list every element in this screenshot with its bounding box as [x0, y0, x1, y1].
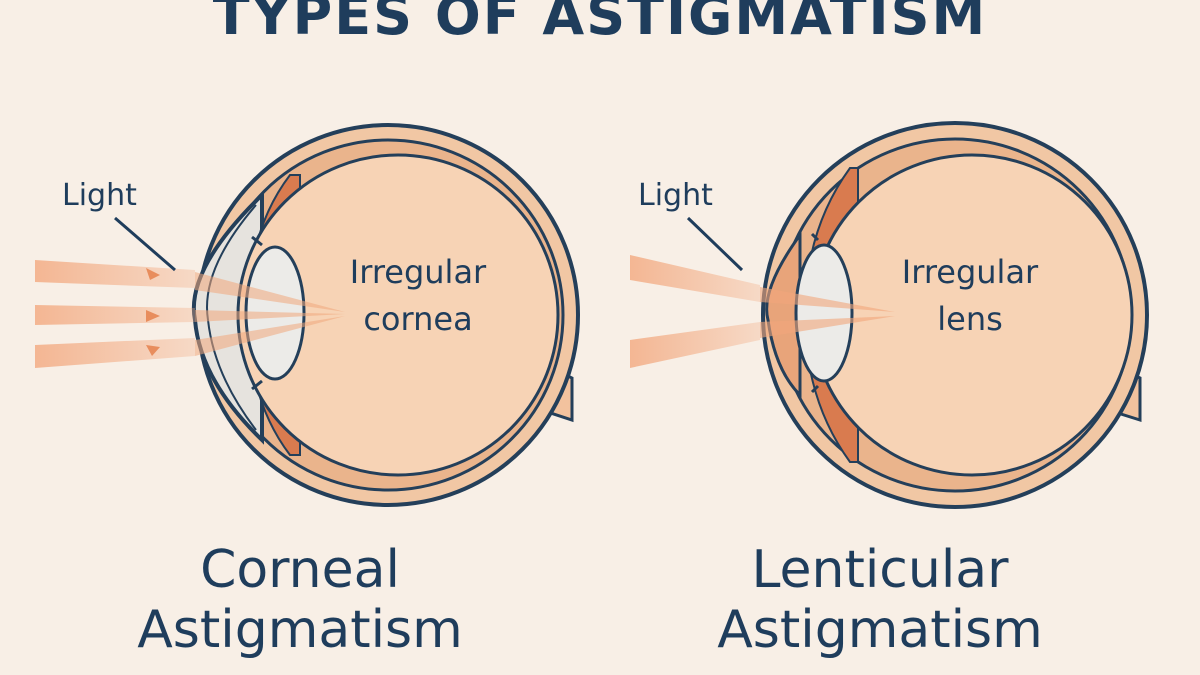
light-rays-left	[35, 260, 345, 368]
light-pointer-left	[114, 216, 176, 272]
caption-corneal-line1: Corneal	[200, 540, 400, 600]
cornea-right	[765, 230, 802, 399]
caption-corneal-line2: Astigmatism	[137, 600, 463, 660]
caption-lenticular-line2: Astigmatism	[717, 600, 1043, 660]
light-pointer-right	[686, 216, 744, 272]
lens-right	[794, 243, 854, 383]
page-title: TYPES OF ASTIGMATISM	[212, 0, 988, 47]
caption-lenticular: Lenticular Astigmatism	[620, 540, 1140, 660]
light-label-left: Light	[62, 178, 137, 213]
inner-label-right-line1: Irregular	[902, 253, 1039, 291]
light-label-right: Light	[638, 178, 713, 213]
light-rays-right	[630, 255, 895, 368]
corneal-eye: Light Irregular cornea	[35, 123, 580, 507]
inner-label-right-line2: lens	[937, 300, 1003, 338]
inner-label-left-line1: Irregular	[350, 253, 487, 291]
lenticular-eye: Light Irregular lens	[630, 121, 1149, 509]
inner-label-left-line2: cornea	[363, 300, 472, 338]
caption-lenticular-line1: Lenticular	[751, 540, 1009, 600]
caption-corneal: Corneal Astigmatism	[40, 540, 560, 660]
